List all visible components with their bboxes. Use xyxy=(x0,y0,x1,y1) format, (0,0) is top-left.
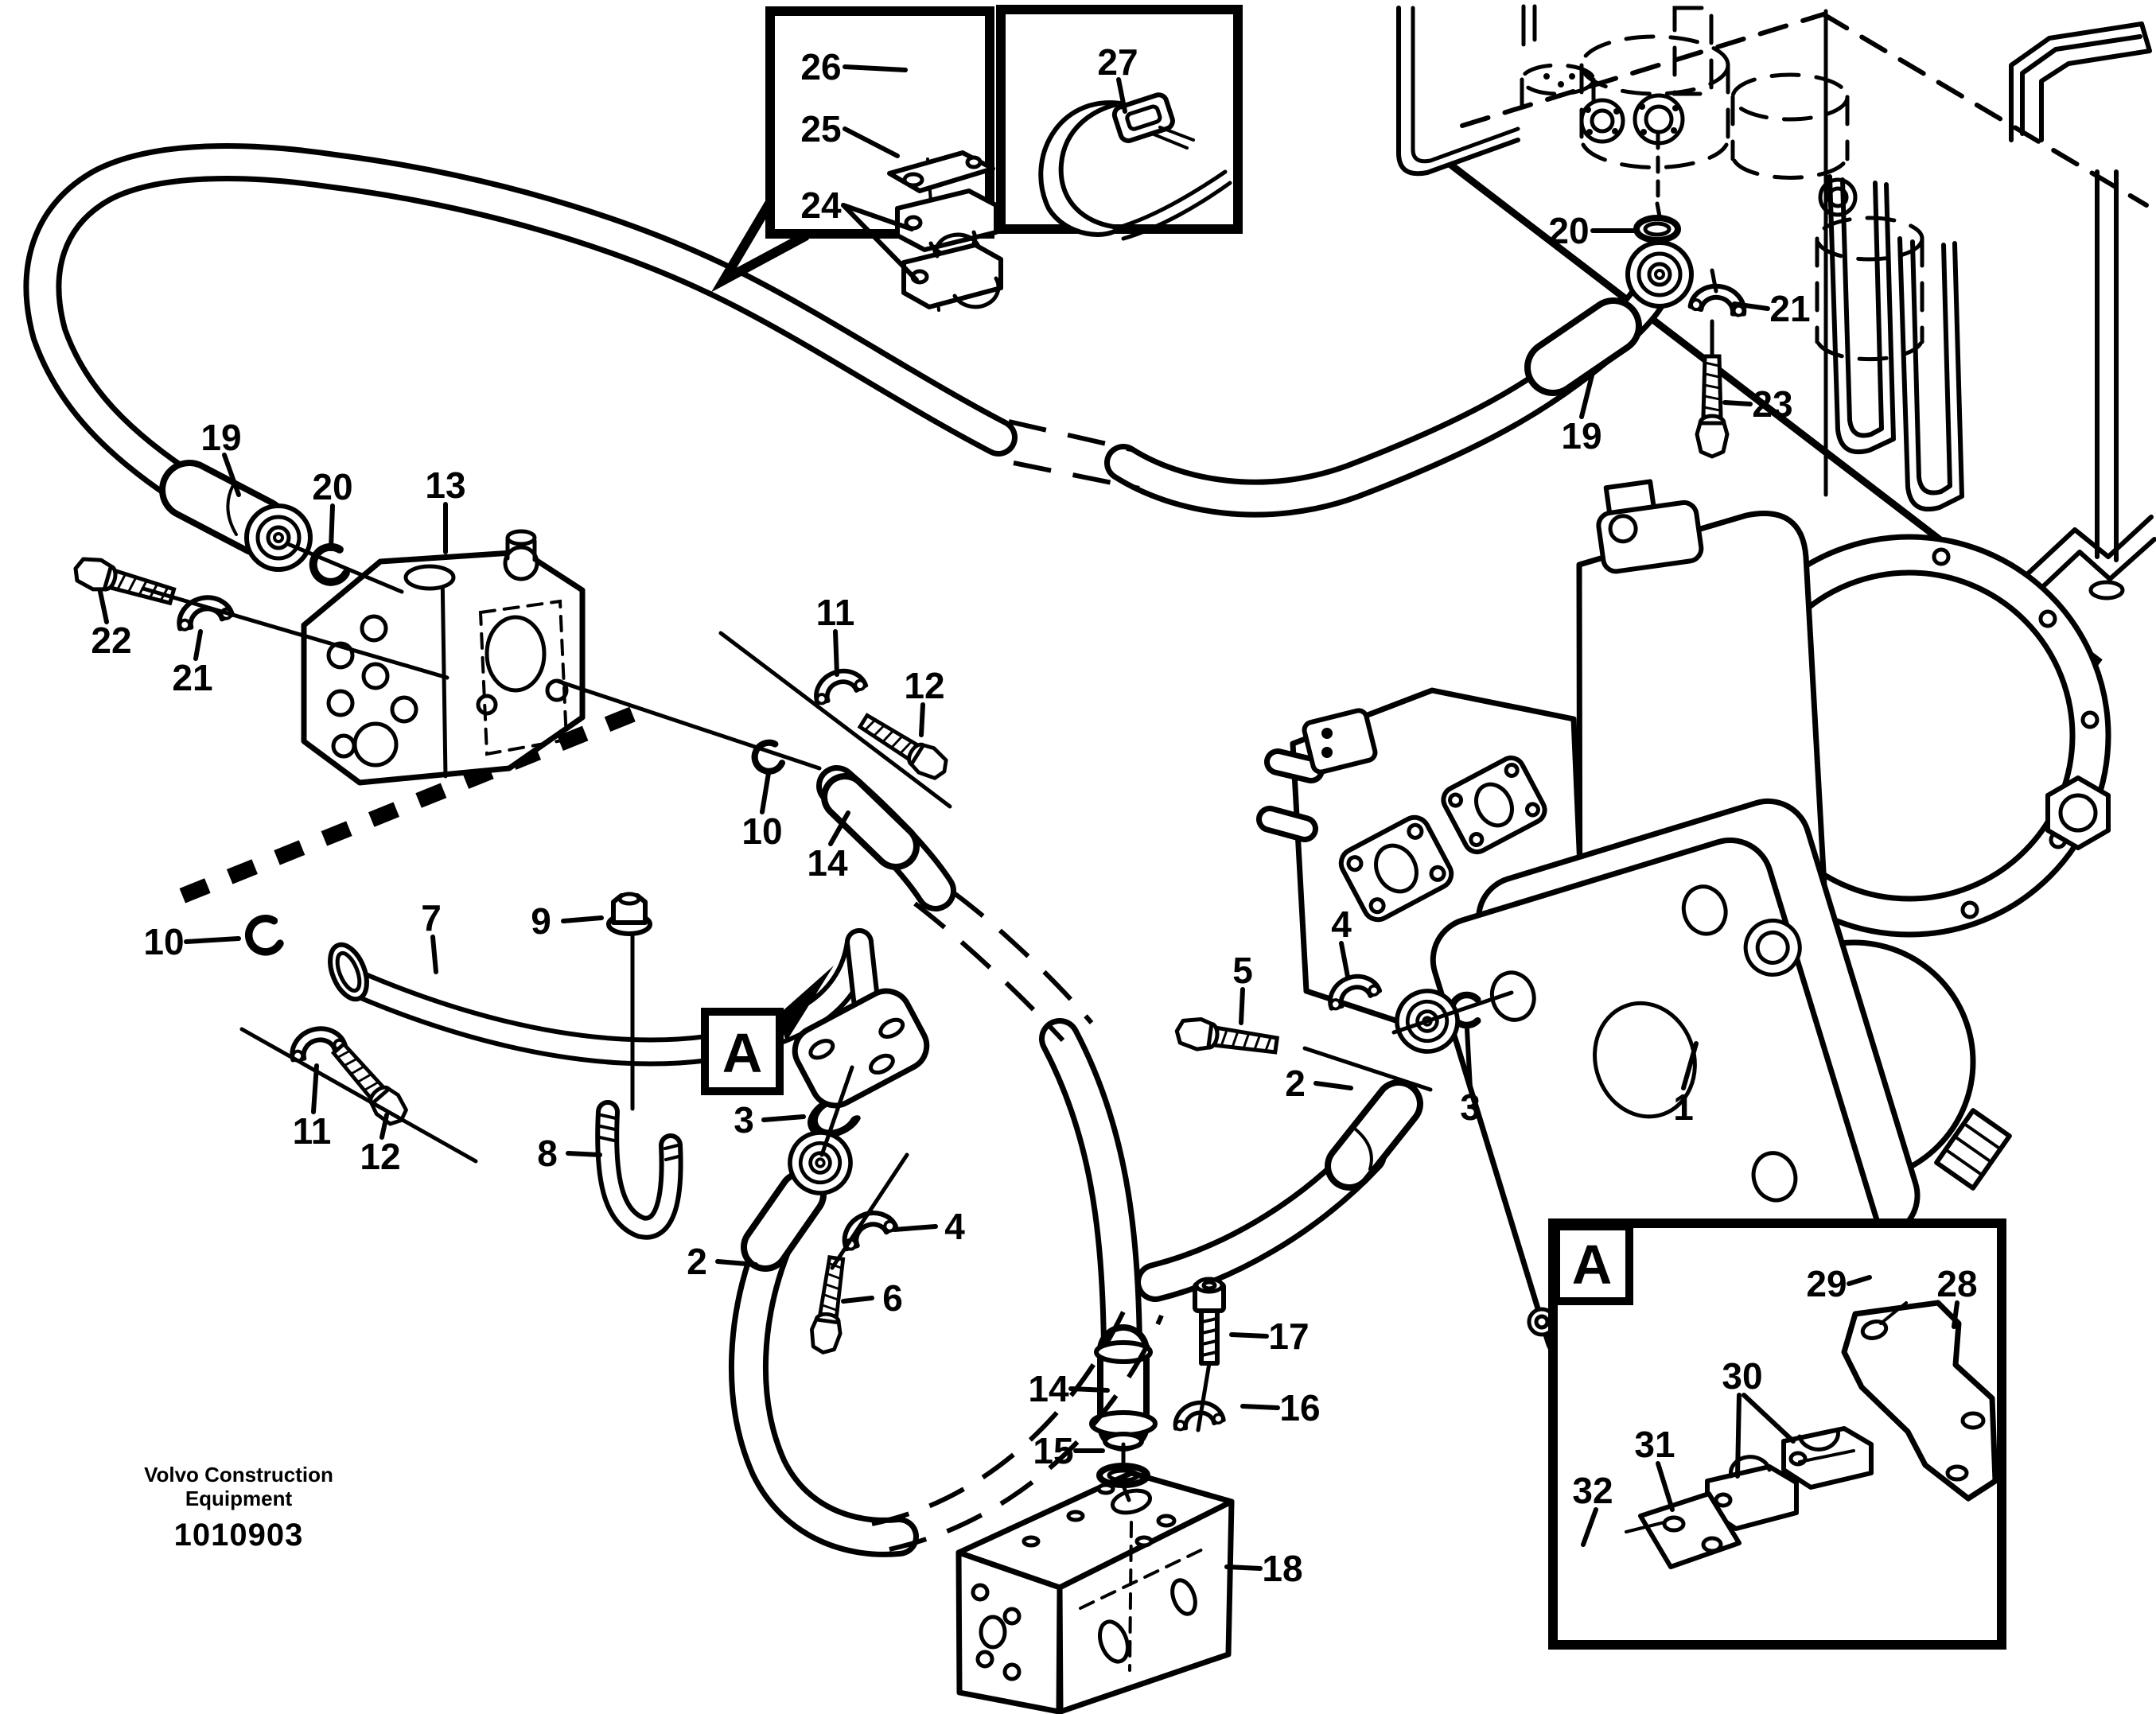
callout-11-bottom: 11 xyxy=(293,1110,332,1152)
callout-20-left: 20 xyxy=(312,466,352,507)
callout-10-left: 10 xyxy=(143,921,184,962)
callout-inset-a: A xyxy=(1572,1234,1613,1296)
callout-31: 31 xyxy=(1634,1424,1675,1465)
callout-15: 15 xyxy=(1033,1430,1073,1471)
chassis-underside xyxy=(1396,4,2156,666)
callout-23: 23 xyxy=(1752,383,1792,425)
leader-lines xyxy=(98,64,1959,1571)
detail-a-flag xyxy=(701,966,834,1095)
inset-strap-clamp xyxy=(996,5,1243,241)
callout-20-right: 20 xyxy=(1548,210,1589,251)
hidden-hose-sections xyxy=(871,419,1164,1552)
callout-14-top: 14 xyxy=(807,842,848,884)
callout-5: 5 xyxy=(1232,950,1253,991)
callout-4-right: 4 xyxy=(1331,904,1352,945)
callout-19-right: 19 xyxy=(1561,415,1601,457)
callout-4-left: 4 xyxy=(944,1206,965,1247)
callout-25: 25 xyxy=(800,108,841,150)
callout-29: 29 xyxy=(1806,1263,1847,1304)
callout-11-top: 11 xyxy=(816,592,855,633)
callout-1: 1 xyxy=(1673,1086,1694,1128)
callout-30: 30 xyxy=(1722,1355,1762,1397)
callout-13: 13 xyxy=(425,464,465,506)
callout-8: 8 xyxy=(537,1133,558,1174)
callout-21-right: 21 xyxy=(1769,288,1810,329)
valve-block-18 xyxy=(955,1470,1235,1714)
callout-6: 6 xyxy=(882,1277,903,1319)
callout-7: 7 xyxy=(421,897,442,939)
callout-12-top: 12 xyxy=(904,665,944,706)
inset-clamp-kit xyxy=(710,6,1003,312)
figure-number: 1010903 xyxy=(173,1517,304,1553)
callout-22: 22 xyxy=(91,620,131,661)
callout-3-left: 3 xyxy=(734,1099,754,1141)
section-cut-line xyxy=(176,706,636,905)
hoses-and-pipes xyxy=(23,143,1675,1557)
valve-block-13 xyxy=(301,529,586,786)
assembly-axis-lines xyxy=(141,201,1718,1502)
callout-10-top: 10 xyxy=(741,810,782,852)
callout-28: 28 xyxy=(1936,1263,1977,1304)
callout-2-left: 2 xyxy=(687,1241,707,1282)
callout-21-left: 21 xyxy=(172,657,212,698)
inset-detail-a xyxy=(1548,1218,2006,1650)
title-block: Volvo Construction Equipment 1010903 xyxy=(111,1463,366,1553)
callout-2-right: 2 xyxy=(1285,1063,1306,1104)
callout-3-right: 3 xyxy=(1460,1086,1481,1128)
callout-27: 27 xyxy=(1097,41,1138,83)
publisher-name-line2: Equipment xyxy=(185,1486,293,1510)
callout-12-bottom: 12 xyxy=(360,1136,400,1177)
callout-14-bottom: 14 xyxy=(1028,1368,1069,1409)
callout-16: 16 xyxy=(1279,1387,1320,1428)
callout-19-left: 19 xyxy=(200,417,241,458)
callout-17: 17 xyxy=(1268,1316,1309,1357)
callout-18: 18 xyxy=(1262,1548,1302,1589)
callout-flag-a: A xyxy=(722,1022,763,1084)
publisher-name-line1: Volvo Construction xyxy=(144,1463,333,1487)
callout-24: 24 xyxy=(800,185,842,226)
callout-9: 9 xyxy=(531,900,551,942)
callout-32: 32 xyxy=(1572,1470,1613,1511)
callout-26: 26 xyxy=(800,46,841,87)
